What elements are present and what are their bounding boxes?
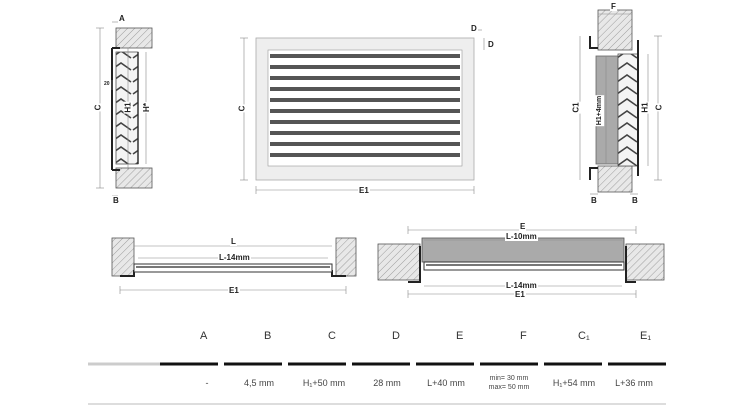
label-d-top: D — [470, 24, 478, 33]
table-value-c1: H₁+54 mm — [552, 378, 596, 388]
table-value-e: L+40 mm — [427, 378, 465, 388]
label-c1: C1 — [571, 101, 581, 114]
wall-bottom-right — [597, 165, 633, 193]
label-e1-left: E1 — [228, 286, 240, 295]
table-value-f-max: max= 50 mm — [488, 384, 530, 391]
table-head-f: F — [520, 330, 527, 342]
label-e1-front: E1 — [358, 186, 370, 195]
louvre-slats — [270, 54, 460, 157]
label-c-right: C — [654, 103, 664, 112]
table-head-e: E — [456, 330, 464, 342]
right-side-section — [579, 9, 662, 195]
dimension-table-rules — [88, 362, 666, 405]
label-h1-right: H1 — [640, 101, 650, 114]
table-value-b: 4,5 mm — [243, 378, 274, 388]
label-l-14mm-left: L-14mm — [218, 253, 251, 262]
label-b-right-1: B — [590, 196, 598, 205]
table-value-d: 28 mm — [373, 378, 401, 388]
label-h-star: H* — [141, 102, 151, 113]
table-head-a: A — [200, 330, 208, 342]
label-c-front: C — [237, 104, 247, 113]
label-d-side: D — [487, 40, 495, 49]
label-a: A — [118, 14, 126, 23]
wall-top-right — [597, 9, 633, 51]
plan-view-left — [111, 237, 357, 294]
table-value-f-min: min= 30 mm — [489, 375, 529, 382]
label-h1-left: H1 — [123, 101, 133, 114]
table-value-e1: L+36 mm — [615, 378, 653, 388]
wall-bottom — [115, 167, 153, 189]
label-20: 20 — [104, 81, 110, 87]
label-f: F — [610, 2, 617, 11]
label-l: L — [230, 237, 237, 246]
label-b-right-2: B — [631, 196, 639, 205]
table-head-c1: C₁ — [578, 330, 590, 342]
front-view — [240, 29, 485, 194]
plenum-plan — [421, 237, 625, 263]
label-l-14mm-right: L-14mm — [505, 281, 538, 290]
label-l-10mm: L-10mm — [505, 232, 538, 241]
wall-top — [115, 27, 153, 49]
louvre-blades-right — [617, 53, 639, 167]
label-e1-right: E1 — [514, 290, 526, 299]
table-value-a: - — [205, 378, 209, 388]
table-value-c: H₁+50 mm — [302, 378, 346, 388]
table-head-c: C — [328, 330, 336, 342]
table-head-e1: E₁ — [640, 330, 652, 342]
table-head-b: B — [264, 330, 272, 342]
inner-opening — [267, 49, 463, 167]
label-e: E — [519, 222, 527, 231]
label-b-left: B — [112, 196, 120, 205]
table-head-d: D — [392, 330, 400, 342]
frame-flanges — [112, 47, 120, 171]
label-h1-4mm: H1+4mm — [595, 94, 605, 127]
label-c-left: C — [93, 103, 103, 112]
